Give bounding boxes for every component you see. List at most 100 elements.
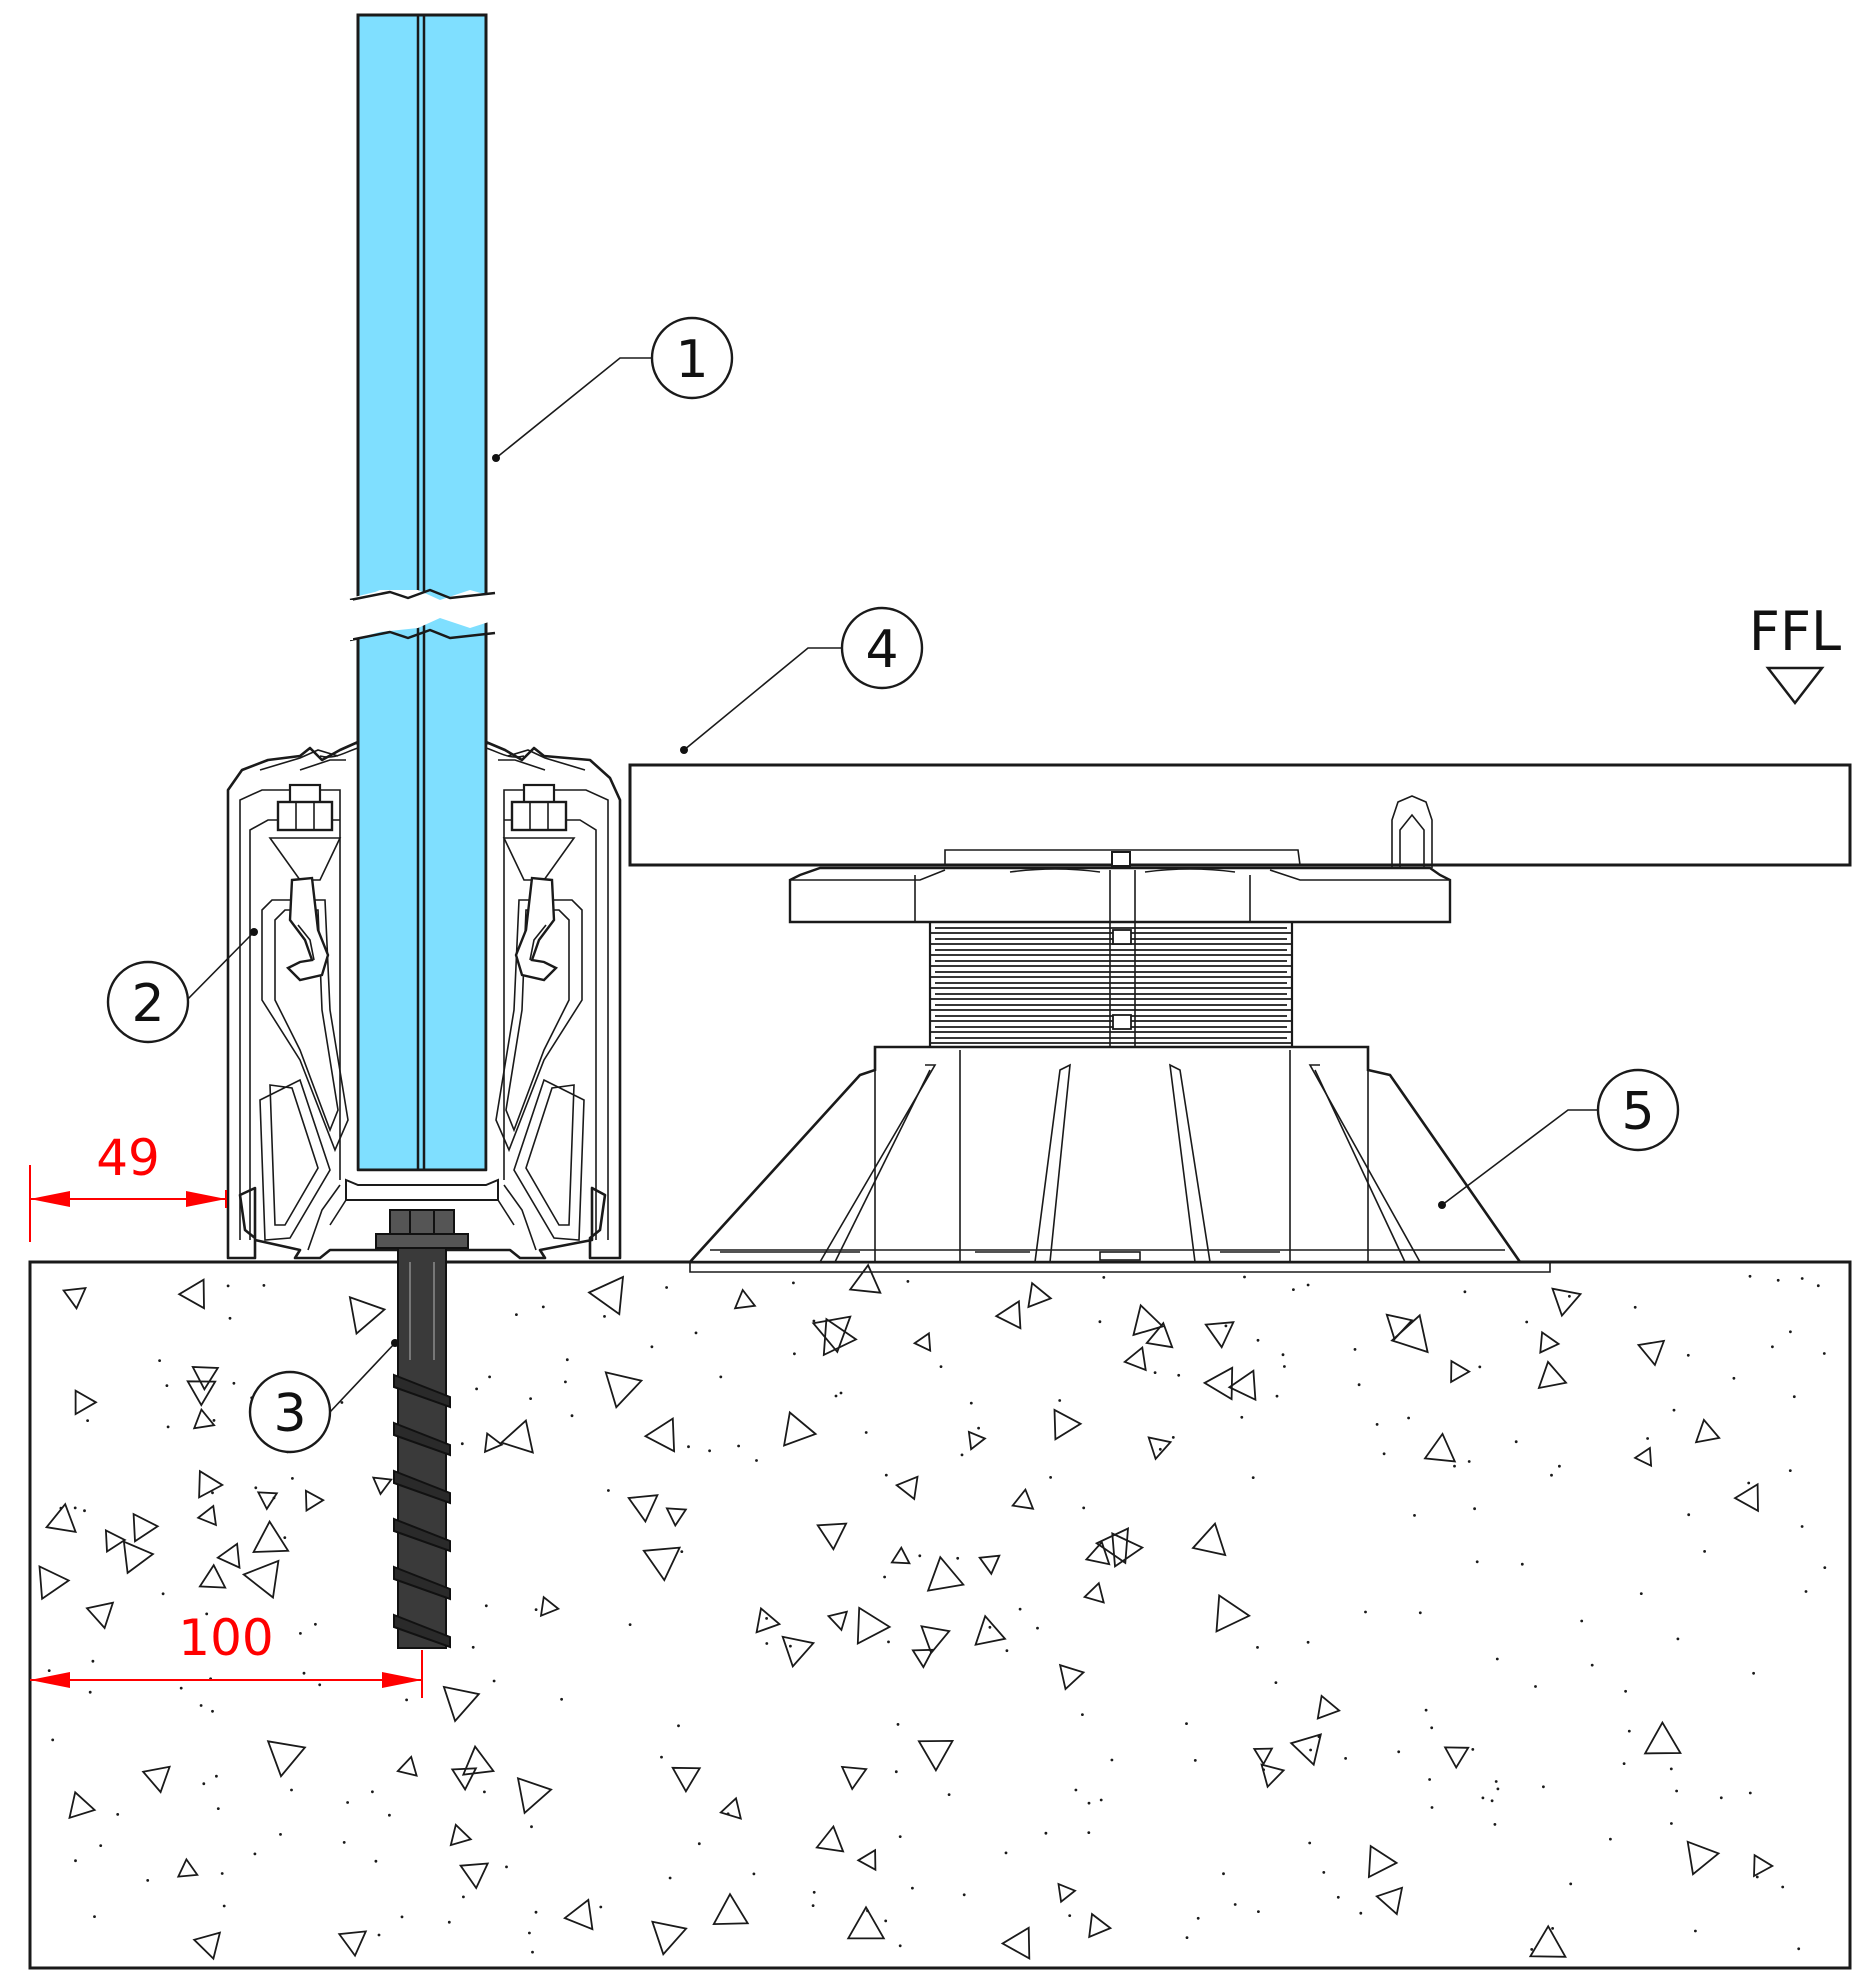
aggregate-stone	[1147, 1436, 1173, 1461]
aggregate-stone	[967, 1430, 987, 1451]
aggregate-dot	[279, 1833, 282, 1836]
aggregate-dot	[1823, 1566, 1827, 1569]
adjustable-pedestal	[687, 795, 1551, 1273]
aggregate-dot	[1397, 1750, 1401, 1754]
aggregate-dot	[603, 1315, 606, 1318]
aggregate-stone	[1145, 1321, 1174, 1349]
aggregate-dot	[918, 1554, 922, 1558]
aggregate-dot	[1493, 1823, 1497, 1826]
aggregate-dot	[530, 1825, 533, 1829]
aggregate-stone	[256, 1491, 279, 1511]
aggregate-stone	[68, 1790, 97, 1820]
ffl-level-marker: FFL	[1749, 600, 1841, 706]
aggregate-stone	[1423, 1432, 1457, 1463]
aggregate-dot	[1044, 1831, 1048, 1835]
aggregate-stone	[826, 1610, 849, 1632]
aggregate-stone	[198, 1469, 225, 1499]
aggregate-stone	[442, 1685, 481, 1723]
aggregate-stone	[1753, 1853, 1775, 1878]
aggregate-stone	[816, 1522, 848, 1552]
aggregate-dot	[1322, 1871, 1326, 1874]
aggregate-dot	[216, 1807, 220, 1810]
aggregate-stone	[840, 1765, 868, 1791]
aggregate-dot	[1430, 1726, 1434, 1730]
aggregate-dot	[179, 1686, 183, 1690]
aggregate-stone	[1450, 1359, 1471, 1384]
aggregate-dot	[318, 1683, 322, 1687]
callout-1: 1	[492, 316, 734, 462]
aggregate-stone	[1122, 1345, 1147, 1372]
aggregate-dot	[1550, 1473, 1553, 1477]
aggregate-dot	[1481, 1796, 1485, 1800]
aggregate-dot	[969, 1401, 973, 1405]
aggregate-dot	[884, 1919, 888, 1923]
aggregate-dot	[299, 1632, 302, 1635]
aggregate-dot	[47, 1669, 51, 1672]
aggregate-stone	[1088, 1912, 1113, 1939]
aggregate-dot	[1424, 1708, 1428, 1712]
aggregate-stone	[1058, 1663, 1086, 1691]
aggregate-dot	[1609, 1837, 1612, 1841]
aggregate-dot	[374, 1859, 378, 1863]
aggregate-dot	[560, 1697, 563, 1701]
aggregate-dot	[1670, 1822, 1673, 1825]
thread-ridge	[393, 1565, 451, 1601]
aggregate-dot	[471, 1645, 475, 1649]
aggregate-dot	[1281, 1353, 1285, 1357]
anchor-bolt	[375, 1209, 469, 1649]
aggregate-dot	[1353, 1348, 1357, 1351]
aggregate-dot	[531, 1950, 534, 1954]
aggregate-dot	[1494, 1780, 1498, 1783]
aggregate-dot	[1099, 1798, 1103, 1802]
aggregate-dot	[253, 1852, 257, 1856]
aggregate-dot	[962, 1893, 966, 1897]
aggregate-dot	[342, 1841, 346, 1844]
aggregate-dot	[1004, 1851, 1008, 1855]
aggregate-stone	[643, 1416, 676, 1453]
aggregate-dot	[1382, 1452, 1386, 1456]
aggregate-stone	[1204, 1321, 1235, 1349]
aggregate-dot	[211, 1491, 214, 1495]
aggregate-dot	[1520, 1562, 1524, 1566]
aggregate-dot	[1748, 1791, 1752, 1795]
aggregate-dot	[1158, 1447, 1162, 1451]
aggregate-dot	[1257, 1910, 1260, 1913]
aggregate-stone	[890, 1545, 911, 1565]
aggregate-dot	[460, 1442, 464, 1446]
aggregate-dot	[1098, 1320, 1102, 1324]
aggregate-stone	[1551, 1287, 1583, 1318]
aggregate-dot	[1514, 1440, 1518, 1444]
aggregate-dot	[1193, 1759, 1197, 1762]
aggregate-dot	[1747, 1481, 1751, 1485]
aggregate-dot	[1274, 1681, 1278, 1684]
aggregate-stone	[1082, 1581, 1105, 1604]
aggregate-dot	[1719, 1796, 1723, 1800]
aggregate-stone	[1094, 1527, 1130, 1565]
aggregate-stone	[782, 1410, 818, 1447]
aggregate-dot	[599, 1905, 603, 1909]
aggregate-stone	[1011, 1487, 1035, 1510]
aggregate-dot	[340, 1401, 344, 1404]
aggregate-dot	[960, 1453, 964, 1457]
aggregate-dot	[291, 1477, 294, 1480]
aggregate-dot	[202, 1782, 206, 1786]
aggregate-dot	[894, 1770, 898, 1774]
aggregate-dot	[1624, 1689, 1627, 1693]
callout-3-number: 3	[273, 1384, 306, 1444]
aggregate-stone	[1633, 1446, 1653, 1468]
aggregate-dot	[405, 1698, 408, 1702]
aggregate-stone	[348, 1295, 387, 1336]
aggregate-stone	[337, 1930, 368, 1958]
aggregate-stone	[781, 1635, 816, 1669]
aggregate-dot	[719, 1375, 723, 1379]
aggregate-dot	[447, 1920, 451, 1924]
aggregate-stone	[304, 1489, 325, 1513]
aggregate-dot	[462, 1895, 465, 1899]
aggregate-stone	[917, 1739, 955, 1773]
thread-ridge	[393, 1421, 451, 1457]
aggregate-stone	[1686, 1840, 1721, 1876]
aggregate-dot	[988, 1625, 992, 1629]
aggregate-dot	[1243, 1275, 1246, 1279]
aggregate-dot	[1292, 1288, 1295, 1291]
aggregate-stone	[1252, 1747, 1274, 1766]
